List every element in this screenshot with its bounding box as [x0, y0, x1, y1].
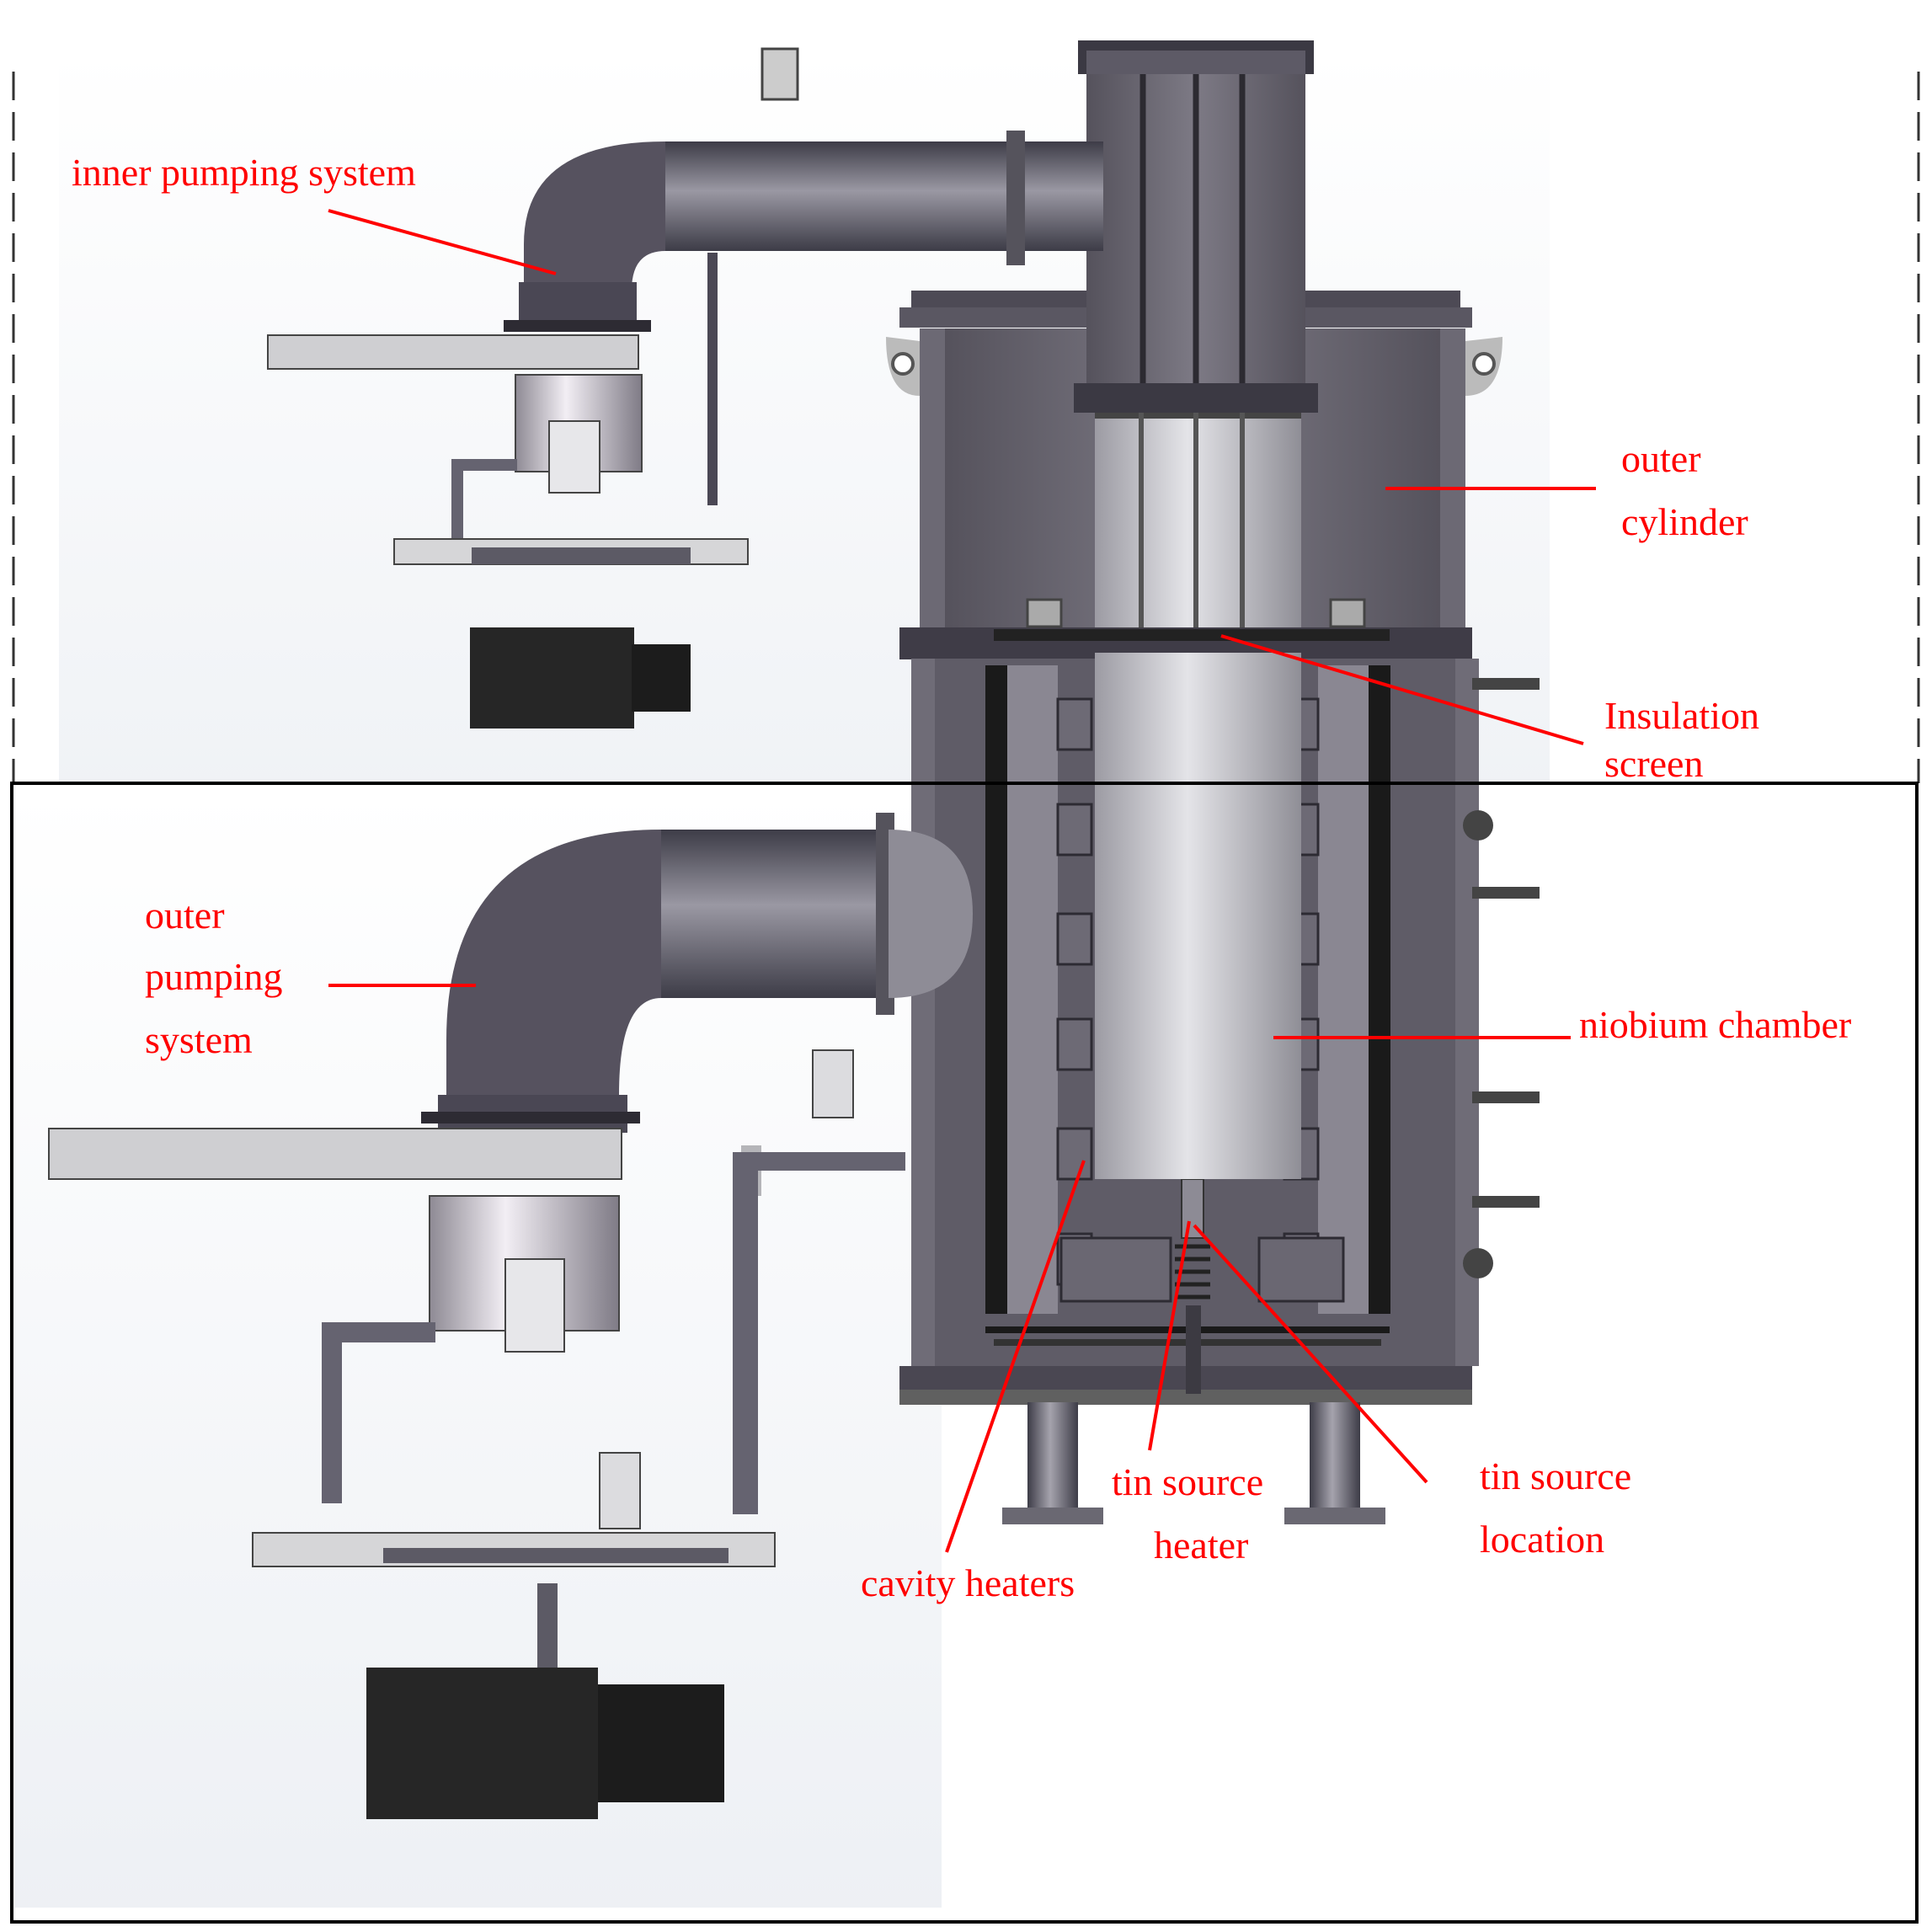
- outer-pumping-system: [48, 813, 973, 1819]
- leader-insulation-screen: [1220, 634, 1584, 745]
- label-tin-source-location-line1: tin source: [1480, 1454, 1631, 1497]
- bottom-heater-right: [1257, 1236, 1345, 1303]
- label-tin-source-location-line2: location: [1480, 1518, 1604, 1561]
- label-cavity-heaters: cavity heaters: [861, 1561, 1075, 1604]
- niobium-chamber: [1095, 408, 1301, 1179]
- leader-inner-pumping: [328, 209, 557, 275]
- cavity-heaters-left: [1056, 697, 1093, 1286]
- label-outer-pumping-system-line2: pumping: [145, 955, 283, 998]
- tin-source-rod: [1186, 1305, 1201, 1394]
- label-insulation-screen-line2: screen: [1604, 742, 1703, 785]
- label-insulation-screen-line1: Insulation: [1604, 694, 1759, 737]
- inner-pumping-system: [267, 47, 1103, 729]
- leader-lines: [328, 209, 1596, 1553]
- label-outer-cylinder-line2: cylinder: [1621, 500, 1748, 543]
- leader-tin-source-heater: [1148, 1220, 1191, 1451]
- label-tin-source-heater-line1: tin source: [1112, 1460, 1263, 1503]
- label-niobium-chamber: niobium chamber: [1579, 1003, 1851, 1046]
- cavity-heater-frame: [985, 665, 1390, 1333]
- label-inner-pumping-system: inner pumping system: [72, 151, 416, 194]
- label-tin-source-heater-line2: heater: [1154, 1524, 1248, 1566]
- support-legs: [1002, 1402, 1385, 1524]
- outer-pumping-frame: [10, 782, 1919, 1924]
- leader-tin-source-location: [1193, 1224, 1428, 1484]
- top-chimney: [1074, 40, 1318, 413]
- label-outer-pumping-system-line1: outer: [145, 894, 225, 937]
- leader-cavity-heaters: [945, 1160, 1086, 1553]
- label-outer-pumping-system-line3: system: [145, 1018, 253, 1061]
- insulation-screen-plate: [994, 629, 1390, 641]
- tin-source-holder: [1181, 1178, 1204, 1239]
- bottom-heater-left: [1059, 1236, 1172, 1303]
- label-outer-cylinder-line1: outer: [1621, 437, 1701, 480]
- side-feedthroughs: [1463, 678, 1540, 1278]
